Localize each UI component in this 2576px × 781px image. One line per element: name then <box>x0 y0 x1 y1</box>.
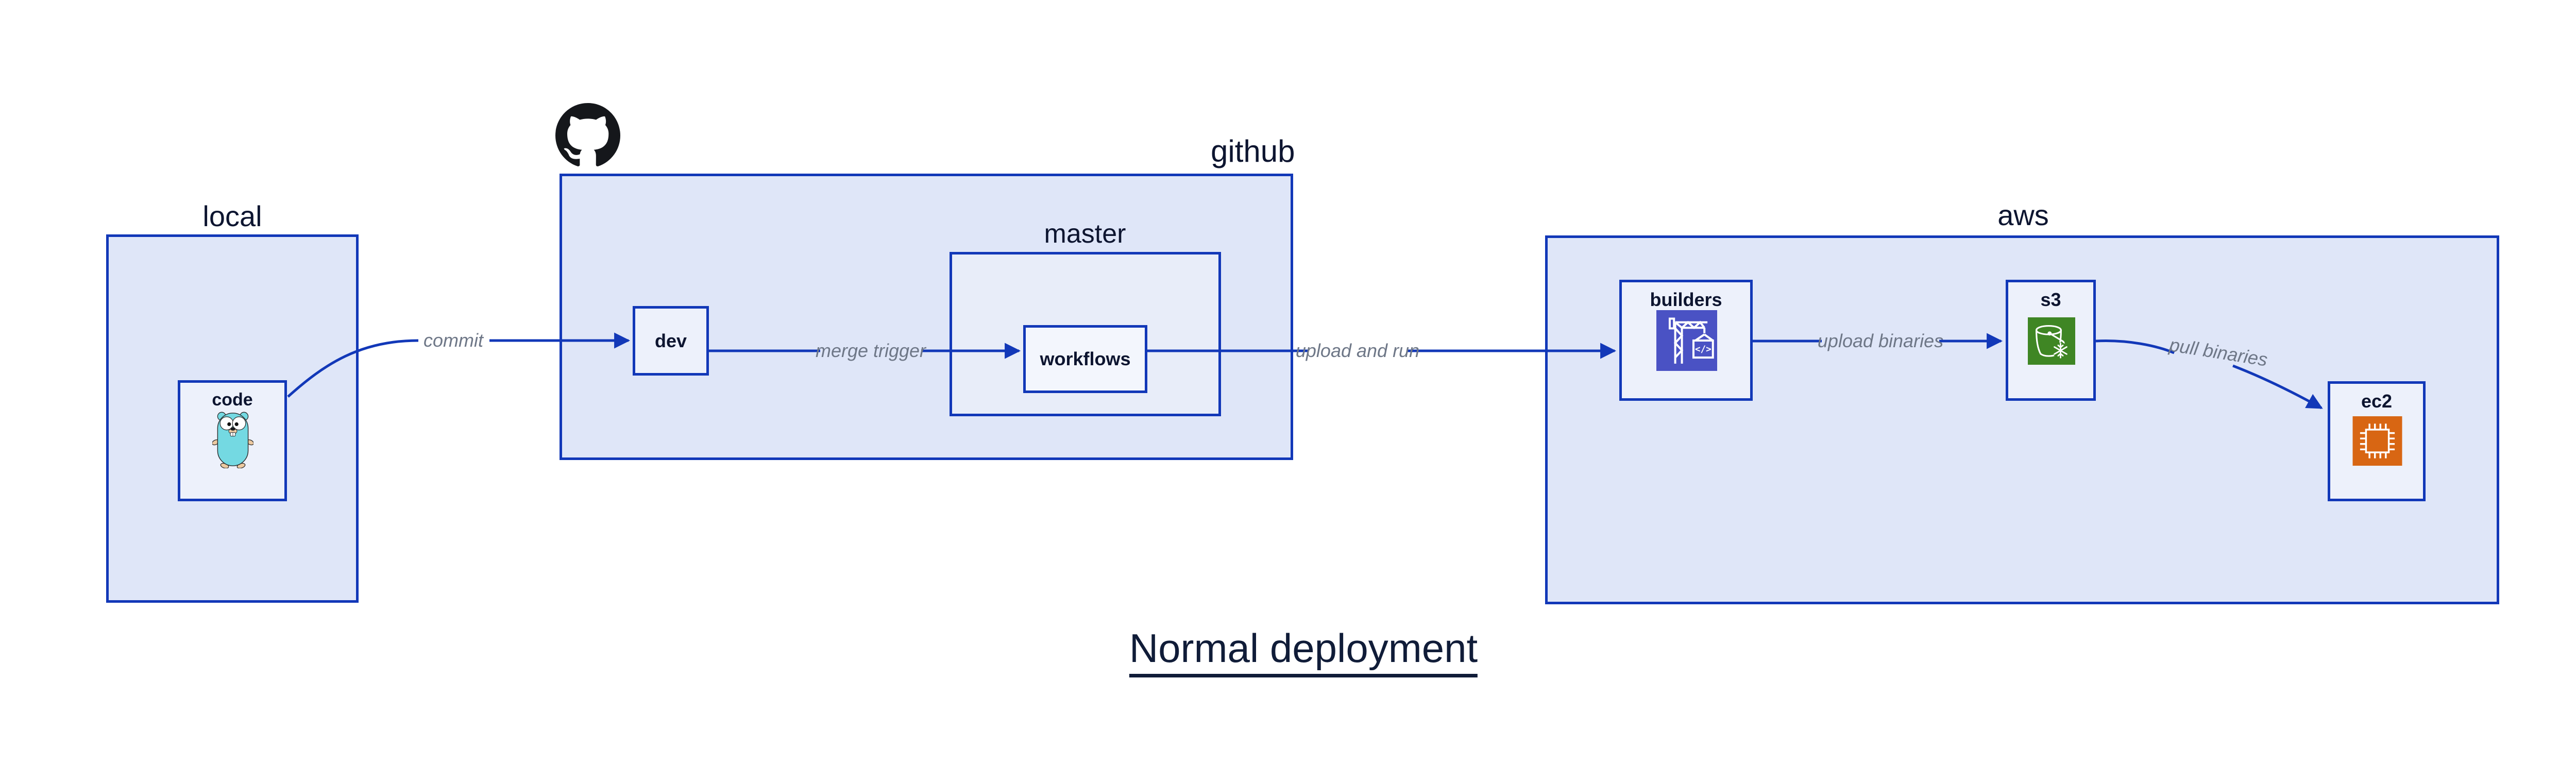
node-label-dev: dev <box>654 330 687 351</box>
node-label-workflows: workflows <box>1040 348 1131 369</box>
edge-label-upload-binaries: upload binaries <box>1817 330 1944 351</box>
node-label-code: code <box>212 390 253 410</box>
node-label-s3: s3 <box>2040 289 2061 310</box>
go-gopher-icon <box>212 412 253 468</box>
group-title-aws: aws <box>1997 199 2049 231</box>
github-octocat-icon <box>555 103 620 166</box>
group-title-github: github <box>1211 134 1295 168</box>
node-label-ec2: ec2 <box>2361 390 2393 412</box>
node-dev: dev <box>633 306 709 376</box>
edge-label-commit: commit <box>423 330 483 351</box>
edge-label-upload-and-run: upload and run <box>1295 340 1420 361</box>
group-title-local: local <box>202 200 262 232</box>
group-title-master: master <box>1044 219 1126 249</box>
node-label-builders: builders <box>1650 289 1722 310</box>
svg-text:</>: </> <box>1695 344 1711 354</box>
edge-label-merge-trigger: merge trigger <box>815 340 926 361</box>
codebuild-crane-icon: </> <box>1656 310 1717 371</box>
s3-bucket-icon <box>2028 317 2075 365</box>
node-workflows: workflows <box>1023 325 1147 393</box>
diagram-title: Normal deployment <box>1129 627 1478 677</box>
ec2-chip-icon <box>2352 416 2402 466</box>
